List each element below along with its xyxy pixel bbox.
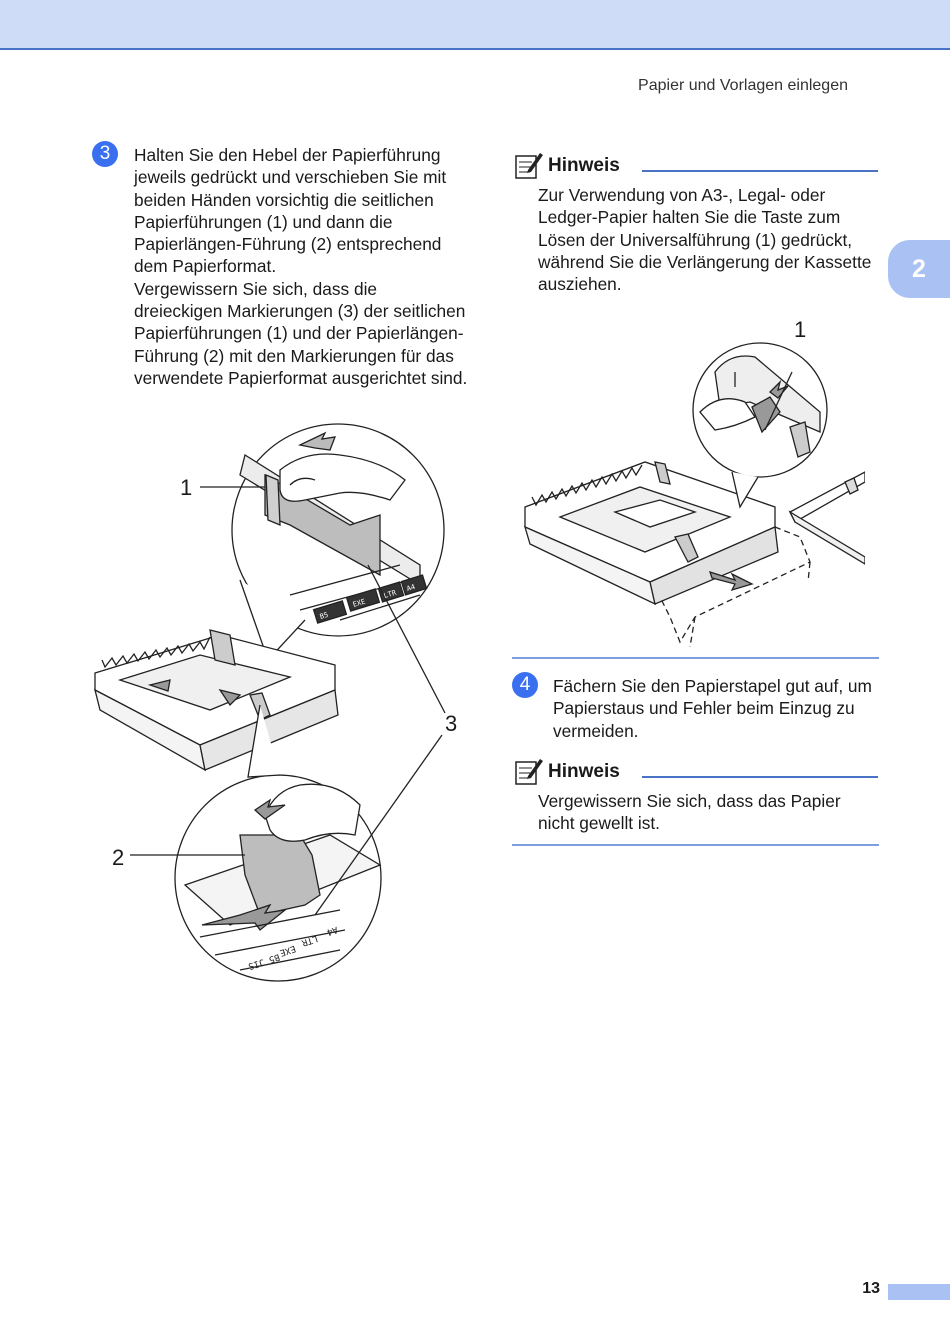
note-text: Zur Verwendung von A3-, Legal- oder Ledg… — [538, 185, 872, 295]
step-number-4: 4 — [512, 672, 538, 698]
note-text: Vergewissern Sie sich, dass das Papier n… — [538, 791, 841, 834]
step-number-3: 3 — [92, 141, 118, 167]
note-heading: Hinweis — [514, 756, 880, 790]
note-end-rule — [512, 844, 879, 846]
page-number: 13 — [862, 1280, 880, 1297]
size-mark-label: LTR — [300, 933, 319, 948]
callout-1: 1 — [180, 475, 192, 500]
zoom-release-button — [699, 355, 821, 458]
step3-paragraph-2: Vergewissern Sie sich, dass die dreiecki… — [134, 278, 468, 388]
callout-2: 2 — [112, 845, 124, 870]
zoom-bottom-content — [183, 783, 382, 971]
step4-text: Fächern Sie den Papierstapel gut auf, um… — [553, 676, 872, 741]
note-title-rule — [642, 170, 878, 172]
size-mark-label: EXE — [352, 598, 366, 609]
callout-1: 1 — [794, 317, 806, 342]
cassette-extension-illustration: 1 — [523, 317, 865, 648]
note-title-rule — [642, 776, 878, 778]
note-heading: Hinweis — [514, 150, 880, 184]
running-head: Papier und Vorlagen einlegen — [638, 77, 848, 94]
note-pencil-icon — [515, 759, 543, 785]
step3-paragraph-1: Halten Sie den Hebel der Papierführung j… — [134, 145, 447, 277]
zoom-top-content — [239, 431, 428, 624]
section-rule — [512, 657, 879, 659]
chapter-tab: 2 — [888, 240, 950, 298]
callout-3: 3 — [445, 711, 457, 736]
cassette-tray — [523, 461, 779, 606]
top-color-band — [0, 0, 950, 50]
paper-tray — [94, 629, 339, 772]
size-mark-label: A4 — [406, 583, 416, 593]
note-title: Hinweis — [548, 155, 620, 176]
page-number-tab — [888, 1284, 950, 1300]
note-pencil-icon — [515, 153, 543, 179]
note-title: Hinweis — [548, 761, 620, 782]
size-mark-label: LTR — [383, 589, 398, 601]
size-mark-label: A4 — [325, 924, 338, 937]
size-mark-label: B5 — [319, 611, 329, 621]
paper-guide-illustration: 1 2 3 B5 EXE LTR A4 A4 LTR EXE B5 JIS — [94, 423, 457, 982]
size-mark-label: EXE — [278, 943, 297, 958]
step3-text: Halten Sie den Hebel der Papierführung j… — [134, 144, 469, 389]
